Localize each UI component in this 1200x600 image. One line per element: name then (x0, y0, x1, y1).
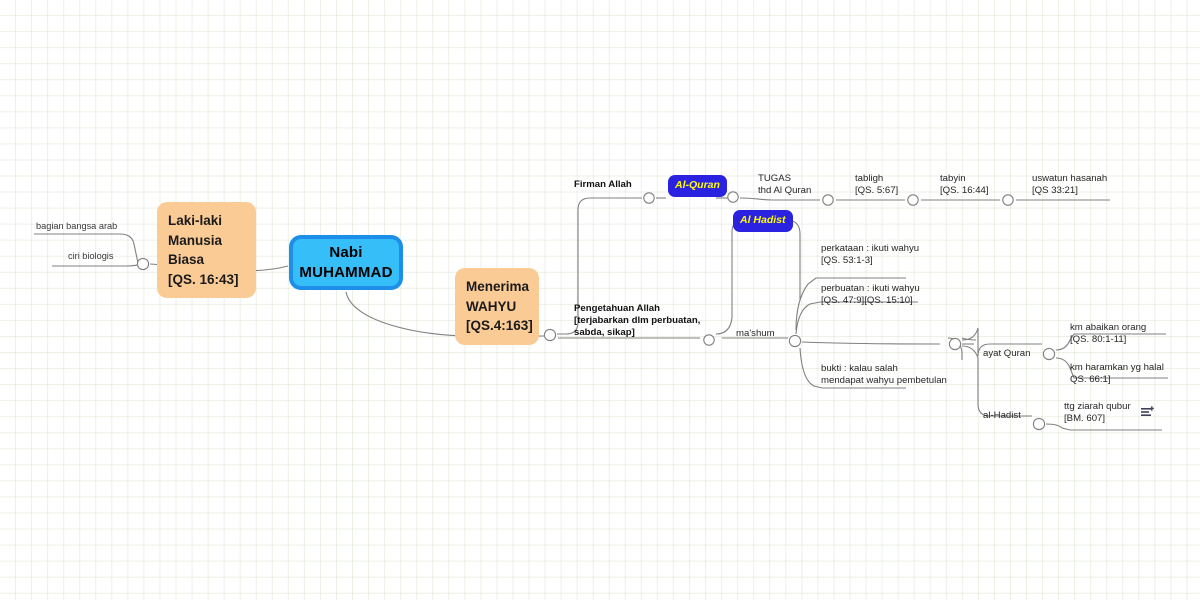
badge-al-hadist[interactable]: Al Hadist (733, 210, 793, 232)
note-add-icon[interactable] (1140, 405, 1154, 419)
label-km-haramkan-halal-line2: QS. 66:1] (1070, 374, 1111, 385)
connector-dot (643, 192, 655, 204)
topic-wahyu-line1: Menerima (466, 279, 530, 294)
label-uswatun-hasanah-line2: [QS 33:21] (1032, 185, 1078, 196)
label-bukti-line2: mendapat wahyu pembetulan (821, 375, 947, 386)
badge-al-quran[interactable]: Al-Quran (668, 175, 727, 197)
topic-wahyu-line2: WAHYU (466, 298, 517, 314)
label-tabyin-line1[interactable]: tabyin (940, 173, 966, 184)
connector-dot (788, 334, 802, 348)
label-perkataan-line2: [QS. 53:1-3] (821, 255, 873, 266)
topic-laki-laki-line3: [QS. 16:43] (168, 271, 239, 287)
topic-laki-laki[interactable]: Laki-laki Manusia Biasa [QS. 16:43] (157, 202, 256, 299)
label-uswatun-hasanah-line1[interactable]: uswatun hasanah (1032, 173, 1108, 184)
label-tabyin-line2: [QS. 16:44] (940, 185, 989, 196)
central-node-nabi-muhammad[interactable]: Nabi MUHAMMAD (289, 235, 403, 290)
topic-laki-laki-line2: Manusia Biasa (168, 232, 223, 268)
label-ziarah-qubur-line1[interactable]: ttg ziarah qubur (1064, 401, 1131, 412)
label-firman-allah[interactable]: Firman Allah (574, 179, 632, 190)
topic-wahyu-line3: [QS.4:163] (466, 318, 533, 334)
connector-dot (1042, 347, 1056, 361)
label-ayat-quran[interactable]: ayat Quran (983, 348, 1031, 359)
label-mashum[interactable]: ma'shum (736, 328, 775, 339)
label-perkataan-line1[interactable]: perkataan : ikuti wahyu (821, 243, 920, 254)
label-perbuatan-line2: [QS. 47:9][QS. 15:10] (821, 295, 913, 306)
topic-menerima-wahyu[interactable]: Menerima WAHYU [QS.4:163] (455, 268, 539, 345)
connector-dot (136, 257, 150, 271)
topic-laki-laki-line1: Laki-laki (168, 213, 223, 228)
label-tugas-line1[interactable]: TUGAS (758, 173, 792, 184)
label-pengetahuan-allah-line3: sabda, sikap] (574, 327, 635, 338)
connector-dot (543, 328, 557, 342)
central-node-line2: MUHAMMAD (299, 263, 393, 281)
label-perbuatan-line1[interactable]: perbuatan : ikuti wahyu (821, 283, 920, 294)
label-pengetahuan-allah-line1[interactable]: Pengetahuan Allah (574, 303, 661, 314)
connector-dot (1002, 194, 1014, 206)
label-tabligh-line2: [QS. 5:67] (855, 185, 899, 196)
label-km-haramkan-halal-line1[interactable]: km haramkan yg halal (1070, 362, 1164, 373)
connector-dot (703, 334, 715, 346)
label-tabligh-line1[interactable]: tabligh (855, 173, 884, 184)
connector-dot (1032, 417, 1046, 431)
label-tugas-line2: thd Al Quran (758, 185, 812, 196)
left-item-label-1[interactable]: ciri biologis (68, 251, 114, 261)
label-km-abaikan-orang-line2: [QS. 80:1-11] (1070, 334, 1127, 345)
connector-dot (727, 191, 739, 203)
label-bukti-line1[interactable]: bukti : kalau salah (821, 363, 898, 374)
label-km-abaikan-orang-line1[interactable]: km abaikan orang (1070, 322, 1147, 333)
label-al-hadist-source[interactable]: al-Hadist (983, 410, 1021, 421)
label-pengetahuan-allah-line2: [terjabarkan dlm perbuatan, (574, 315, 701, 326)
label-ziarah-qubur-line2: [BM. 607] (1064, 413, 1106, 424)
connector-dot (907, 194, 919, 206)
left-item-label-0[interactable]: bagian bangsa arab (36, 221, 118, 231)
connector-dot (948, 337, 962, 351)
central-node-line1: Nabi (329, 244, 363, 261)
connector-dot (822, 194, 834, 206)
